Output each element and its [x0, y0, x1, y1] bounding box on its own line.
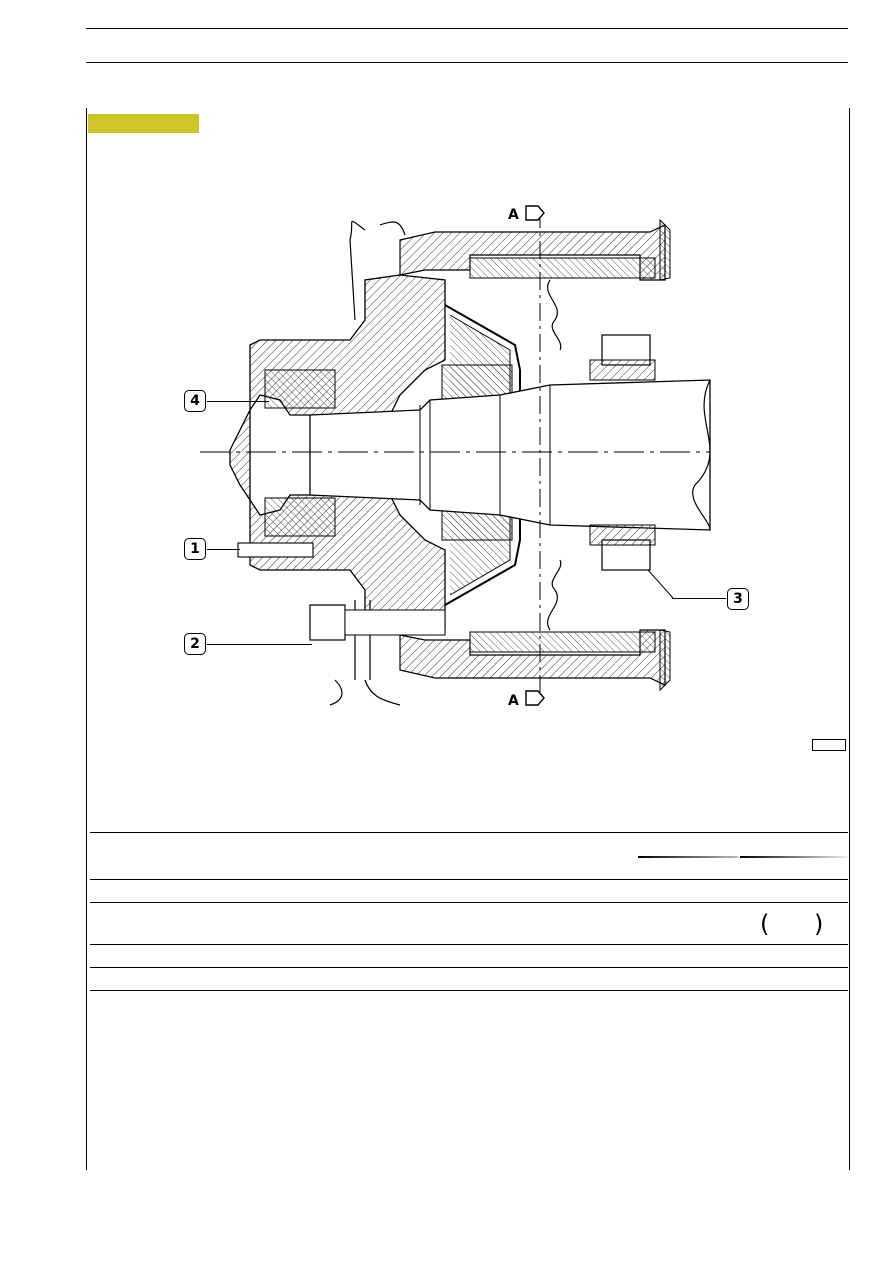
section-highlight-tag [88, 114, 199, 133]
table-gradient-rule-2 [740, 856, 848, 858]
callout-3-leader-diagonal [648, 570, 674, 599]
section-label-top: A [508, 207, 519, 223]
callout-2-leader [207, 644, 312, 645]
wheel-web-bottom [329, 600, 401, 706]
end-cap-bottom [659, 629, 671, 692]
left-margin-rule [86, 108, 87, 1170]
bearing-inner-top [441, 364, 513, 401]
drum-bottom-liner [469, 631, 656, 653]
bearing-outer-top [264, 369, 336, 409]
spring-upper [547, 279, 562, 351]
callout-4-leader [207, 401, 269, 402]
left-paren: ( [760, 910, 770, 938]
spring-lower [547, 559, 562, 631]
callout-4: 4 [184, 390, 206, 412]
callout-3-leader [672, 598, 726, 599]
end-cap-top [659, 218, 671, 281]
table-rule-1 [90, 832, 848, 833]
shaft-break [692, 379, 711, 531]
table-rule-3 [90, 902, 848, 903]
section-label-bottom: A [508, 693, 519, 709]
retainer-upper [589, 359, 656, 381]
callout-3: 3 [727, 588, 749, 610]
stud-bolt [309, 604, 346, 641]
figure-number-box [812, 739, 846, 751]
table-gradient-rule-1 [638, 856, 738, 858]
drum-top-liner [469, 257, 656, 279]
table-rule-4 [90, 944, 848, 945]
cap-screw [237, 542, 314, 558]
header-top-rule [86, 28, 848, 29]
right-paren: ) [814, 910, 824, 938]
table-rule-2 [90, 879, 848, 880]
callout-1-leader [207, 549, 240, 550]
callout-2: 2 [184, 633, 206, 655]
flange-wall-left-2 [379, 221, 406, 236]
table-rule-6 [90, 990, 848, 991]
table-rule-5 [90, 967, 848, 968]
flange-wall-left [349, 220, 366, 321]
section-arrow-bottom [525, 690, 545, 706]
bearing-outer-bottom [264, 497, 336, 537]
header-bottom-rule [86, 62, 848, 63]
section-arrow-top [525, 205, 545, 221]
hub-section-drawing: A A [200, 205, 711, 709]
callout-1: 1 [184, 538, 206, 560]
right-margin-rule [849, 108, 850, 1170]
stud-bolt-shank [344, 609, 446, 636]
retainer-lower [589, 524, 656, 546]
